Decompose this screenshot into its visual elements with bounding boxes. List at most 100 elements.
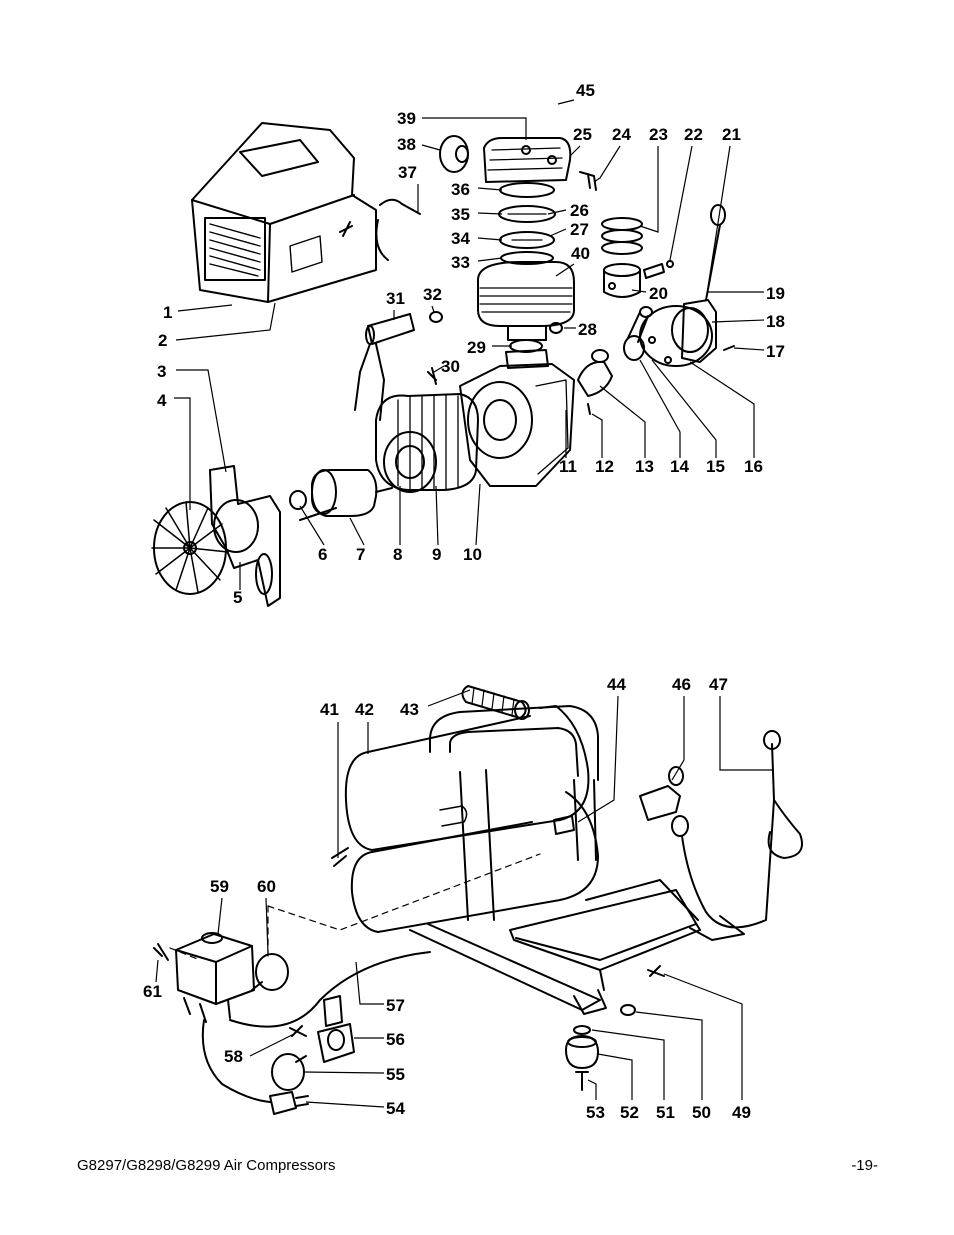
part-number-14: 14: [670, 457, 689, 476]
part-number-50: 50: [692, 1103, 711, 1122]
leader-line-43: [427, 689, 471, 707]
leader-line-53: [587, 1079, 597, 1100]
leader-line-14: [639, 359, 681, 458]
nut-28-part: [549, 322, 563, 334]
part-number-35: 35: [451, 205, 470, 224]
part-number-39: 39: [397, 109, 416, 128]
leader-line-24: [593, 145, 621, 183]
crankshaft-part: [577, 349, 613, 397]
side-cover-part: [671, 299, 717, 363]
air-line-part: [229, 951, 431, 1028]
leader-line-21: [705, 145, 731, 301]
fan-bracket-part: [209, 465, 281, 607]
part-number-15: 15: [706, 457, 725, 476]
leader-line-10: [475, 483, 481, 546]
leader-line-15: [651, 359, 717, 458]
part-number-13: 13: [635, 457, 654, 476]
rubber-foot-part: [565, 1035, 599, 1069]
leader-line-58: [249, 1033, 295, 1057]
leader-line-49: [663, 973, 743, 1100]
part-number-27: 27: [570, 220, 589, 239]
screw-30-part: [427, 367, 437, 385]
part-number-46: 46: [672, 675, 691, 694]
part-number-3: 3: [157, 362, 166, 381]
part-number-55: 55: [386, 1065, 405, 1084]
part-number-25: 25: [573, 125, 592, 144]
pressure-switch-part: [175, 932, 255, 1023]
leader-line-34: [477, 237, 503, 241]
part-number-51: 51: [656, 1103, 675, 1122]
part-number-38: 38: [397, 135, 416, 154]
part-number-20: 20: [649, 284, 668, 303]
leader-line-13: [599, 385, 646, 458]
part-number-54: 54: [386, 1099, 405, 1118]
assembly-guide-lines: [169, 853, 541, 961]
wrist-pin-part: [643, 263, 665, 279]
leader-line-16: [689, 361, 755, 458]
leader-line-12: [591, 413, 603, 458]
part-number-19: 19: [766, 284, 785, 303]
part-number-52: 52: [620, 1103, 639, 1122]
piston-part: [603, 263, 641, 298]
part-number-41: 41: [320, 700, 339, 719]
part-number-33: 33: [451, 253, 470, 272]
screw-12-part: [587, 403, 591, 415]
leader-line-47: [719, 696, 772, 771]
shroud-screw-part: [339, 221, 353, 237]
connecting-rod-part: [623, 306, 653, 361]
leader-line-3: [176, 369, 227, 473]
crankcase-cover-part: [639, 305, 713, 367]
part-number-36: 36: [451, 180, 470, 199]
outlet-gauge-part: [271, 1053, 307, 1091]
part-number-43: 43: [400, 700, 419, 719]
elbow-fitting-part: [579, 171, 597, 191]
motor-stator-part: [375, 393, 479, 493]
power-plug-part: [269, 1091, 309, 1115]
tube-nut-part: [763, 730, 781, 750]
foot-bolt-part: [575, 1071, 589, 1091]
leader-line-26: [547, 209, 567, 215]
part-number-49: 49: [732, 1103, 751, 1122]
part-number-6: 6: [318, 545, 327, 564]
air-filter-part: [439, 135, 469, 173]
part-number-42: 42: [355, 700, 374, 719]
screw-49-part: [647, 965, 665, 977]
part-number-47: 47: [709, 675, 728, 694]
part-number-28: 28: [578, 320, 597, 339]
regulator-part: [317, 995, 355, 1063]
part-number-16: 16: [744, 457, 763, 476]
outlet-tube-part: [681, 743, 803, 929]
part-number-26: 26: [570, 201, 589, 220]
leader-line-32: [431, 305, 435, 313]
part-number-24: 24: [612, 125, 631, 144]
tank-fitting-part: [553, 815, 575, 835]
part-number-10: 10: [463, 545, 482, 564]
part-number-59: 59: [210, 877, 229, 896]
leader-line-27: [549, 228, 567, 237]
leader-line-36: [477, 187, 503, 191]
part-number-8: 8: [393, 545, 402, 564]
leader-line-52: [597, 1053, 633, 1100]
capacitor-part: [354, 313, 415, 421]
cylinder-head-part: [483, 137, 572, 183]
part-number-34: 34: [451, 229, 470, 248]
leader-line-20: [631, 289, 647, 293]
leader-line-38: [421, 144, 441, 151]
leader-line-18: [711, 319, 765, 323]
foot-nut-part: [620, 1004, 636, 1016]
leader-line-59: [217, 897, 223, 935]
valve-plate-stack-part: [498, 182, 556, 265]
part-number-40: 40: [571, 244, 590, 263]
part-number-32: 32: [423, 285, 442, 304]
part-number-53: 53: [586, 1103, 605, 1122]
part-number-21: 21: [722, 125, 741, 144]
leader-line-22: [669, 145, 693, 261]
power-cord-part: [201, 1019, 271, 1103]
handle-grip-part: [461, 685, 530, 720]
callout-leader-lines: [155, 99, 772, 1108]
part-number-12: 12: [595, 457, 614, 476]
part-number-23: 23: [649, 125, 668, 144]
motor-rotor-part: [311, 469, 393, 517]
